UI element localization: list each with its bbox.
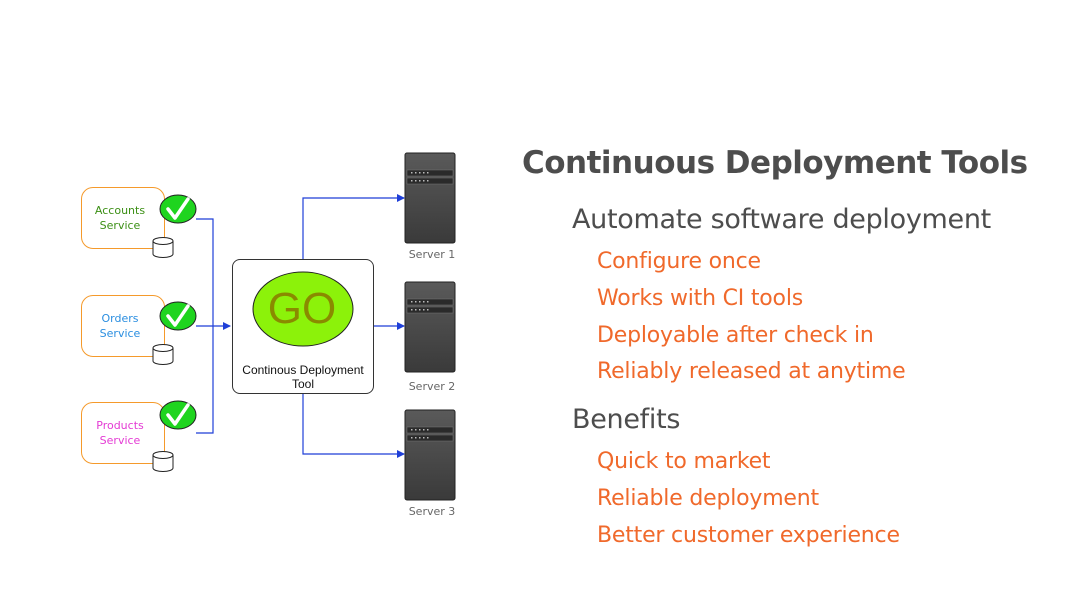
connector-accounts bbox=[196, 218, 214, 326]
service-accounts: Accounts Service bbox=[81, 187, 165, 249]
deployment-tool-box: Continous Deployment Tool bbox=[232, 259, 374, 394]
server-3-label: Server 3 bbox=[408, 505, 456, 518]
connector-server-1 bbox=[302, 194, 405, 259]
bullet-item: Works with CI tools bbox=[597, 286, 803, 311]
section-heading-automate: Automate software deployment bbox=[572, 204, 991, 235]
server-3-icon bbox=[404, 409, 456, 501]
slide-title: Continuous Deployment Tools bbox=[522, 145, 1028, 181]
server-connectors bbox=[302, 194, 405, 458]
bullet-item: Deployable after check in bbox=[597, 323, 874, 348]
deployment-tool-label: Continous Deployment Tool bbox=[242, 363, 364, 391]
service-label: Accounts Service bbox=[94, 204, 146, 232]
connector-products bbox=[196, 326, 214, 434]
bullet-item: Configure once bbox=[597, 249, 761, 274]
bullet-item: Reliable deployment bbox=[597, 486, 819, 511]
connector-server-3 bbox=[302, 394, 405, 458]
bullet-item: Reliably released at anytime bbox=[597, 359, 906, 384]
server-1-icon bbox=[404, 152, 456, 244]
service-label: Products Service bbox=[96, 419, 144, 447]
service-connectors bbox=[196, 218, 231, 434]
service-products: Products Service bbox=[81, 402, 165, 464]
bullet-item: Better customer experience bbox=[597, 523, 900, 548]
service-label: Orders Service bbox=[99, 312, 141, 340]
server-2-label: Server 2 bbox=[408, 380, 456, 393]
go-logo-icon bbox=[252, 271, 354, 347]
section-heading-benefits: Benefits bbox=[572, 404, 681, 435]
service-orders: Orders Service bbox=[81, 295, 165, 357]
server-1-label: Server 1 bbox=[408, 248, 456, 261]
server-2-icon bbox=[404, 281, 456, 373]
bullet-item: Quick to market bbox=[597, 449, 771, 474]
go-logo-text: GO bbox=[267, 284, 337, 333]
